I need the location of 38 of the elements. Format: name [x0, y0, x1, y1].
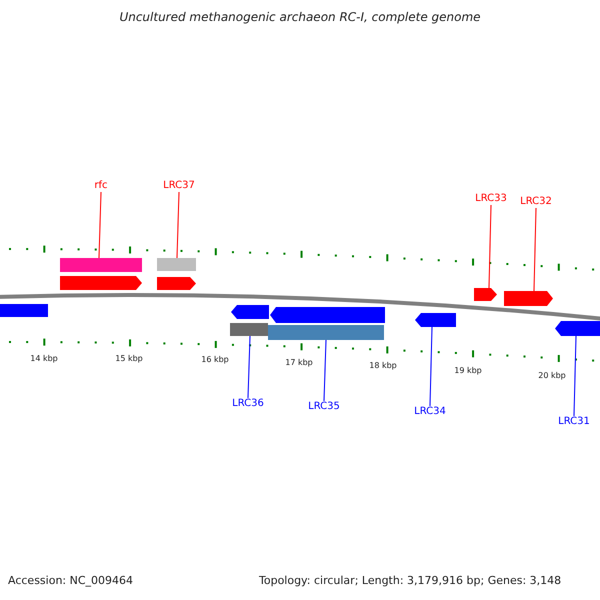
scale-label: 15 kbp: [115, 355, 143, 363]
gene-feature: [555, 321, 600, 336]
gene-label: LRC31: [558, 417, 590, 427]
leader-line: [176, 192, 180, 258]
gene-feature: [415, 313, 456, 327]
gene-label: LRC37: [163, 181, 195, 191]
gene-feature: [60, 276, 142, 290]
gene-feature: [157, 277, 196, 290]
scale-label: 16 kbp: [201, 356, 229, 364]
gene-feature: [474, 288, 497, 301]
gene-feature: [504, 291, 553, 306]
gene-label: LRC32: [520, 197, 552, 207]
scale-label: 19 kbp: [454, 367, 482, 375]
gene-label: LRC34: [414, 407, 446, 417]
leader-line: [324, 340, 326, 402]
gene-label: rfc: [94, 181, 108, 191]
gene-label: LRC36: [232, 399, 264, 409]
footer-note: Topology: circular; Length: 3,179,916 bp; Genes: 3,148: [259, 575, 562, 586]
gene-bar: [230, 323, 268, 336]
leader-line: [430, 326, 432, 406]
leader-line: [534, 208, 536, 292]
leader-line: [574, 336, 576, 416]
gene-bar: [157, 258, 196, 271]
gene-feature: [0, 304, 48, 317]
leader-line: [98, 192, 102, 258]
leader-line: [248, 336, 250, 398]
scale-label: 18 kbp: [369, 362, 397, 370]
diagram-title: Uncultured methanogenic archaeon RC-I, complete genome: [119, 11, 481, 23]
scale-label: 17 kbp: [285, 359, 313, 367]
gene-bar: [60, 258, 142, 272]
gene-label: LRC35: [308, 402, 340, 412]
scale-label: 20 kbp: [538, 372, 566, 380]
gene-feature: [231, 305, 269, 319]
leader-line: [488, 204, 492, 288]
footer-note: Accession: NC_009464: [8, 575, 134, 586]
gene-bar: [268, 325, 384, 340]
gene-label: LRC33: [475, 194, 507, 204]
scale-label: 14 kbp: [30, 355, 58, 363]
